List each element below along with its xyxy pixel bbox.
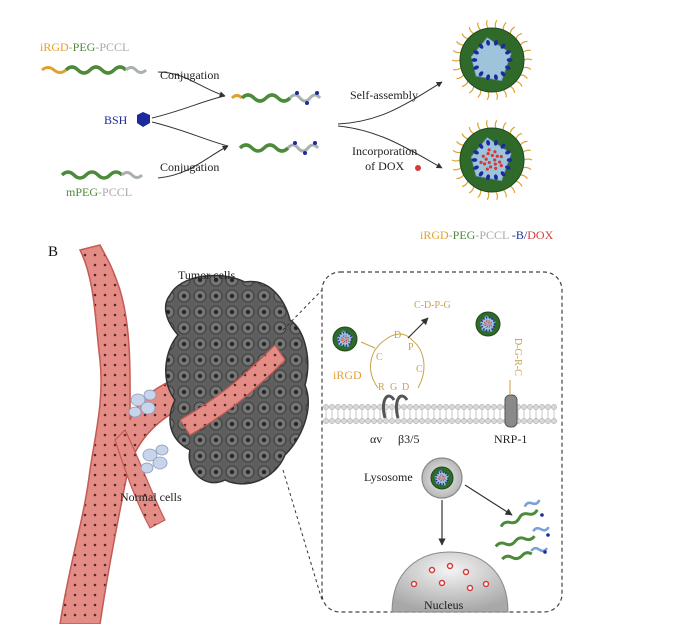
b-text: -B/ [508, 228, 528, 242]
cdpg-label: C-D-P-G [414, 300, 451, 311]
bottom-polymer-chain [60, 170, 144, 180]
peg-text: PEG [452, 228, 476, 242]
normal-cells [128, 389, 169, 474]
dash: - [448, 228, 453, 242]
conjugate-top [230, 91, 322, 105]
dash: - [95, 40, 100, 54]
nucleus-icon [391, 551, 509, 613]
peg-text: PEG [72, 40, 96, 54]
pccl-text: PCCL [99, 40, 130, 54]
dox-icon [415, 165, 421, 171]
dox-in-nucleus [410, 562, 490, 592]
dash: - [475, 228, 480, 242]
bsh-icon [137, 112, 150, 127]
beta-label: β3/5 [398, 432, 420, 446]
tumor-vessel [179, 344, 286, 436]
conjugation-top-label: Conjugation [160, 68, 220, 82]
final-nanoparticle-label: iRGD-PEG-PCCL -B/DOX [420, 228, 553, 243]
normal-cells-label: Normal cells [120, 490, 182, 504]
top-polymer-chain [41, 65, 148, 75]
irgd-label: iRGD [333, 368, 362, 382]
integrin-receptor [381, 394, 409, 419]
irgd-text: iRGD [40, 40, 69, 54]
bottom-polymer-label: mPEG-PCCL [66, 185, 132, 200]
irgd-ring [360, 333, 511, 395]
ligand-d-top: D [394, 330, 402, 341]
nrp-ligand-label: D-G-R-C [512, 338, 523, 376]
nanoparticle-in-lysosome [430, 466, 454, 490]
dash: - [98, 185, 103, 199]
incorporation-line1: Incorporation [352, 144, 418, 158]
lysosome-label: Lysosome [364, 470, 413, 484]
nucleus-label: Nucleus [424, 598, 464, 612]
tumor-cells-label: Tumor cells [178, 268, 236, 282]
dox-text: DOX [527, 228, 554, 242]
self-assembly-label: Self-assembly [350, 88, 418, 102]
panel-letter: B [48, 244, 59, 260]
nanoparticle-top [451, 19, 533, 101]
ligand-c-left: C [376, 352, 383, 363]
irgd-text: iRGD [420, 228, 449, 242]
nanoparticle-bottom [451, 119, 533, 201]
bsh-label: BSH [104, 113, 128, 127]
mpeg-text: mPEG [66, 185, 99, 199]
ligand-d-bottom: D [402, 382, 410, 393]
conjugate-bottom [238, 141, 320, 155]
incorporation-label: Incorporation of DOX [352, 144, 417, 174]
cell-membrane [323, 404, 557, 424]
incorporation-line2: of DOX [365, 159, 405, 173]
ligand-r: R [378, 382, 385, 393]
ligand-p: P [408, 342, 414, 353]
released-chains [494, 499, 550, 561]
top-polymer-label: iRGD-PEG-PCCL [40, 40, 129, 55]
conjugation-bottom-label: Conjugation [160, 160, 220, 174]
alpha-v-label: αv [370, 432, 383, 446]
nanoparticle-small-left [332, 326, 358, 352]
ligand-g: G [390, 382, 398, 393]
pccl-text: PCCL [102, 185, 133, 199]
dash: - [68, 40, 73, 54]
ligand-c-right: C [416, 364, 423, 375]
pccl-text: PCCL [479, 228, 509, 242]
nrp1-label: NRP-1 [494, 432, 528, 446]
nanoparticle-small-right [475, 311, 501, 337]
nrp1-receptor [504, 394, 518, 428]
